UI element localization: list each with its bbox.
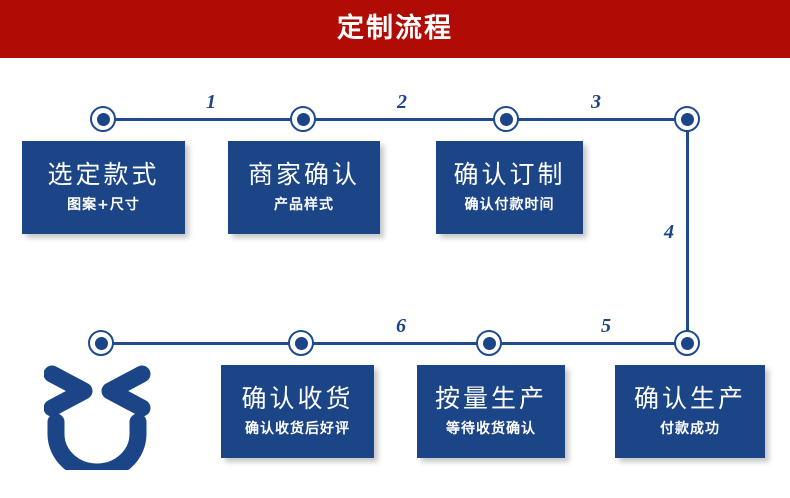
step-node-1[interactable]	[90, 106, 116, 132]
step-title: 确认订制	[453, 160, 566, 190]
connector-label-6: 6	[396, 315, 406, 337]
connector-label-3: 3	[591, 91, 601, 113]
step-box-produce-quantity[interactable]: 按量生产 等待收货确认	[417, 365, 565, 458]
step-title: 确认收货	[241, 384, 354, 414]
step-subtitle: 确认付款时间	[464, 196, 555, 213]
step-node-8[interactable]	[88, 330, 114, 356]
step-subtitle: 付款成功	[660, 420, 720, 437]
connector-label-2: 2	[397, 91, 407, 113]
step-box-confirm-receipt[interactable]: 确认收货 确认收货后好评	[221, 365, 374, 458]
step-title: 按量生产	[434, 384, 547, 414]
connector-line-2	[302, 118, 506, 121]
step-box-selected-style[interactable]: 选定款式 图案+尺寸	[22, 141, 185, 234]
step-node-5[interactable]	[674, 330, 700, 356]
header-banner: 定制流程	[0, 0, 790, 58]
connector-line-7	[100, 342, 301, 345]
connector-line-1	[103, 118, 303, 121]
connector-label-5: 5	[601, 315, 611, 337]
connector-line-6	[300, 342, 490, 345]
step-subtitle: 等待收货确认	[446, 420, 536, 437]
step-node-3[interactable]	[493, 106, 519, 132]
step-box-merchant-confirm[interactable]: 商家确认 产品样式	[228, 141, 380, 234]
connector-line-3	[505, 118, 688, 121]
connector-line-5	[489, 342, 688, 345]
step-title: 确认生产	[633, 384, 746, 414]
step-subtitle: 确认收货后好评	[245, 420, 350, 437]
step-box-confirm-production[interactable]: 确认生产 付款成功	[615, 365, 765, 458]
step-node-6[interactable]	[476, 330, 502, 356]
step-node-7[interactable]	[288, 330, 314, 356]
step-box-confirm-order[interactable]: 确认订制 确认付款时间	[436, 141, 583, 234]
step-title: 选定款式	[47, 160, 160, 190]
step-node-2[interactable]	[290, 106, 316, 132]
step-subtitle: 图案+尺寸	[67, 196, 140, 213]
smiley-face-icon	[43, 362, 162, 481]
step-title: 商家确认	[247, 160, 360, 190]
page-title: 定制流程	[337, 13, 453, 44]
connector-label-4: 4	[664, 221, 674, 243]
step-node-4[interactable]	[674, 106, 700, 132]
step-subtitle: 产品样式	[274, 196, 334, 213]
connector-line-4	[686, 118, 689, 344]
connector-label-1: 1	[206, 91, 216, 113]
